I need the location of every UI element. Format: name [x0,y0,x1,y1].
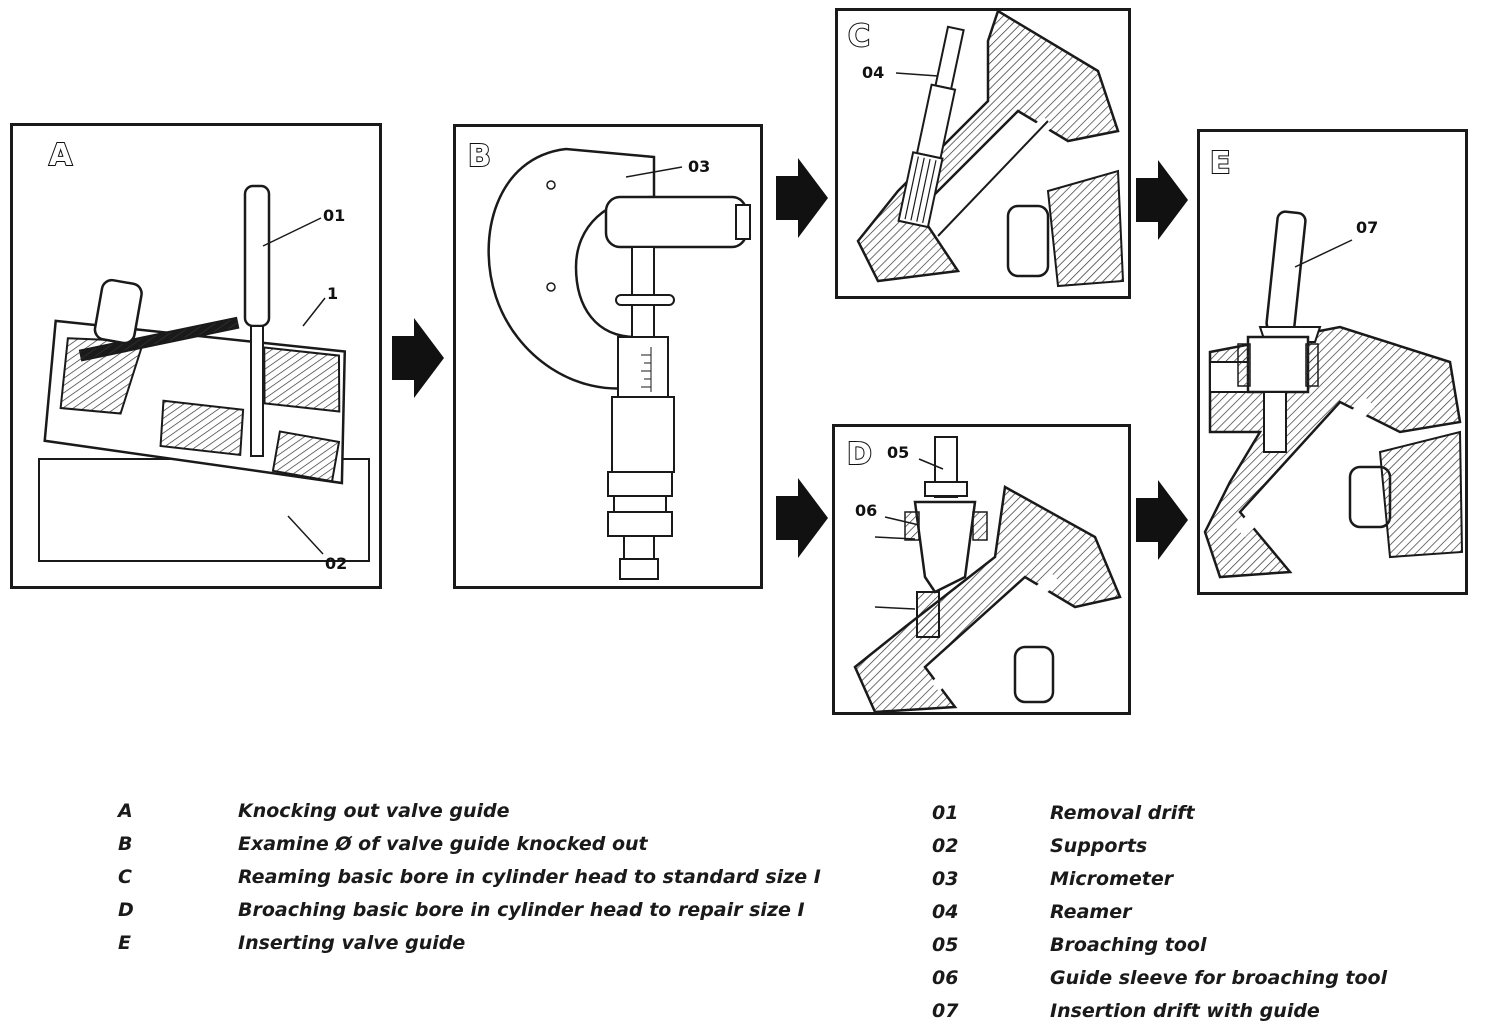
drift-guide [1246,335,1310,394]
callout-02: 02 [325,554,348,573]
legend-part-text: Micrometer [1050,868,1174,890]
legend-part-key: 03 [932,868,959,890]
panel-letter-e: E [1209,145,1231,182]
panel-letter-d: D [846,436,873,473]
legend-step-key: D [118,899,134,921]
panel-e-drawing [1203,210,1464,579]
legend-step-text: Reaming basic bore in cylinder head to s… [238,866,821,888]
legend-step-text: Knocking out valve guide [238,800,510,822]
legend-part-key: 07 [932,1000,959,1022]
legend-part-text: Guide sleeve for broaching tool [1050,967,1388,989]
callout-01: 01 [323,206,346,225]
removal-drift [243,184,271,328]
panel-letter-b: B [467,138,492,175]
legend-part-key: 02 [932,835,959,857]
legend-part-key: 06 [932,967,959,989]
cylinder-head-a [43,278,347,485]
legend-step-key: B [118,833,133,855]
callout-07: 07 [1356,218,1379,237]
legend-step-key: E [118,932,131,954]
guide-sleeve [913,500,977,594]
reamer-tool [897,25,965,229]
panel-a-drawing [38,184,370,562]
callout-1: 1 [327,284,339,303]
micrometer-thimble [611,396,675,473]
panel-b: B 03 [453,124,763,589]
callout-03: 03 [688,157,711,176]
micrometer-frame [487,147,656,390]
legend-part-text: Removal drift [1050,802,1195,824]
arrow-right-icon [776,478,828,558]
legend-part-text: Supports [1050,835,1148,857]
valve-guide [604,195,748,249]
legend-part-key: 04 [932,901,959,923]
panel-c: C 04 [835,8,1131,299]
insertion-drift [1265,210,1307,334]
arrow-right-icon [1136,160,1188,240]
panel-e: E 07 [1197,129,1468,595]
legend-step-text: Examine Ø of valve guide knocked out [238,833,648,855]
panel-letter-a: A [48,137,73,174]
legend-step-key: A [118,800,133,822]
legend-part-text: Reamer [1050,901,1132,923]
legend-part-key: 05 [932,934,959,956]
panel-d-drawing [853,436,1122,712]
legend-part-key: 01 [932,802,959,824]
arrow-right-icon [776,158,828,238]
callout-05: 05 [887,443,910,462]
legend-step-text: Inserting valve guide [238,932,466,954]
callout-04: 04 [862,63,885,82]
panel-c-drawing [856,11,1125,288]
legend-part-text: Insertion drift with guide [1050,1000,1320,1022]
callout-06: 06 [855,501,878,520]
panel-letter-c: C [847,18,871,55]
legend-part-text: Broaching tool [1050,934,1207,956]
panel-a: A 01 1 02 [10,123,382,589]
panel-d: D 05 06 [832,424,1131,715]
arrow-right-icon [392,318,444,398]
arrow-right-icon [1136,480,1188,560]
legend-step-text: Broaching basic bore in cylinder head to… [238,899,805,921]
panel-b-drawing [487,147,751,580]
legend-step-key: C [118,866,132,888]
